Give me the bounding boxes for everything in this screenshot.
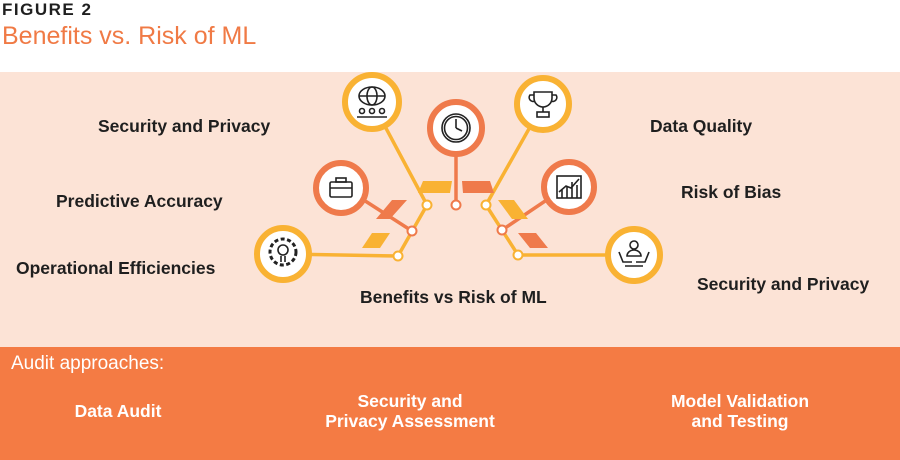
benefit-label-security-privacy: Security and Privacy (98, 116, 271, 136)
globe-network-icon (342, 72, 402, 132)
junction-dot (392, 250, 404, 262)
figure-label: FIGURE 2 (2, 0, 93, 19)
chevron-accent (376, 200, 407, 219)
center-label: Benefits vs Risk of ML (360, 287, 547, 307)
risk-label-security-privacy: Security and Privacy (697, 274, 870, 294)
risk-label-risk-of-bias: Risk of Bias (681, 182, 782, 202)
chevron-accent (418, 181, 452, 193)
chevron-accents (362, 181, 548, 248)
audit-heading: Audit approaches: (11, 353, 165, 374)
audit-item-line: Data Audit (74, 401, 162, 421)
audit-item-model-validation-testing: Model Validation and Testing (640, 391, 840, 431)
chevron-accent (518, 233, 548, 248)
chevron-accent (362, 233, 390, 248)
junction-dot (406, 225, 418, 237)
benefit-label-operational-efficiencies: Operational Efficiencies (16, 258, 216, 278)
benefit-label-predictive-accuracy: Predictive Accuracy (56, 191, 223, 211)
figure-title: Benefits vs. Risk of ML (2, 22, 257, 50)
junction-dot (480, 199, 492, 211)
junction-dot (512, 249, 524, 261)
chevron-accent (462, 181, 494, 193)
audit-band (0, 347, 900, 460)
audit-item-line: and Testing (691, 411, 789, 431)
junction-dot (450, 199, 462, 211)
risk-label-data-quality: Data Quality (650, 116, 753, 136)
clock-icon (427, 99, 485, 157)
audit-item-line: Model Validation (670, 391, 810, 411)
trophy-icon (514, 75, 572, 133)
gear-lightbulb-icon (254, 225, 312, 283)
bar-chart-icon (541, 159, 597, 215)
audit-item-line: Privacy Assessment (325, 411, 495, 431)
audit-item-line: Security and (357, 391, 463, 411)
hands-person-icon (605, 226, 663, 284)
briefcase-icon (313, 160, 369, 216)
audit-item-security-privacy-assessment: Security and Privacy Assessment (310, 391, 510, 431)
junction-dot (421, 199, 433, 211)
chevron-accent (498, 200, 528, 219)
junction-dot (496, 224, 508, 236)
audit-item-data-audit: Data Audit (38, 401, 198, 421)
